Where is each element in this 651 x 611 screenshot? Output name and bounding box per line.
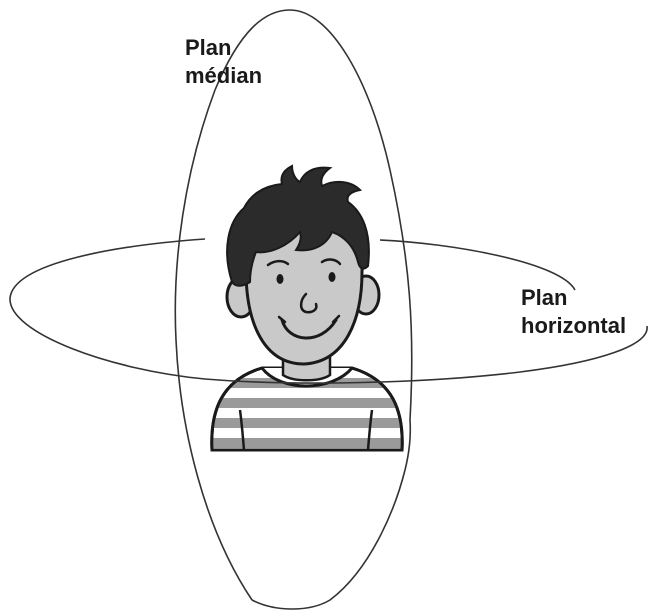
- horizontal-plane-back: [9, 238, 206, 380]
- median-plane-lower-right: [404, 419, 412, 471]
- boy-face: [266, 258, 342, 340]
- median-plane-label-line2: médian: [185, 63, 263, 88]
- median-plane-bottom: [251, 469, 406, 610]
- median-plane-right: [389, 169, 413, 421]
- horizontal-plane-back-right: [379, 239, 576, 291]
- boy-hair: [226, 164, 370, 287]
- median-plane-left: [174, 89, 253, 601]
- horizontal-plane-front: [204, 325, 648, 384]
- horizontal-plane-label: Plan horizontal: [521, 284, 626, 340]
- horizontal-plane-label-line2: horizontal: [521, 313, 627, 338]
- median-plane-top: [214, 9, 391, 171]
- median-plane-label: Plan médian: [185, 34, 262, 90]
- median-plane-label-line1: Plan: [185, 35, 232, 60]
- horizontal-plane-label-line1: Plan: [521, 285, 568, 310]
